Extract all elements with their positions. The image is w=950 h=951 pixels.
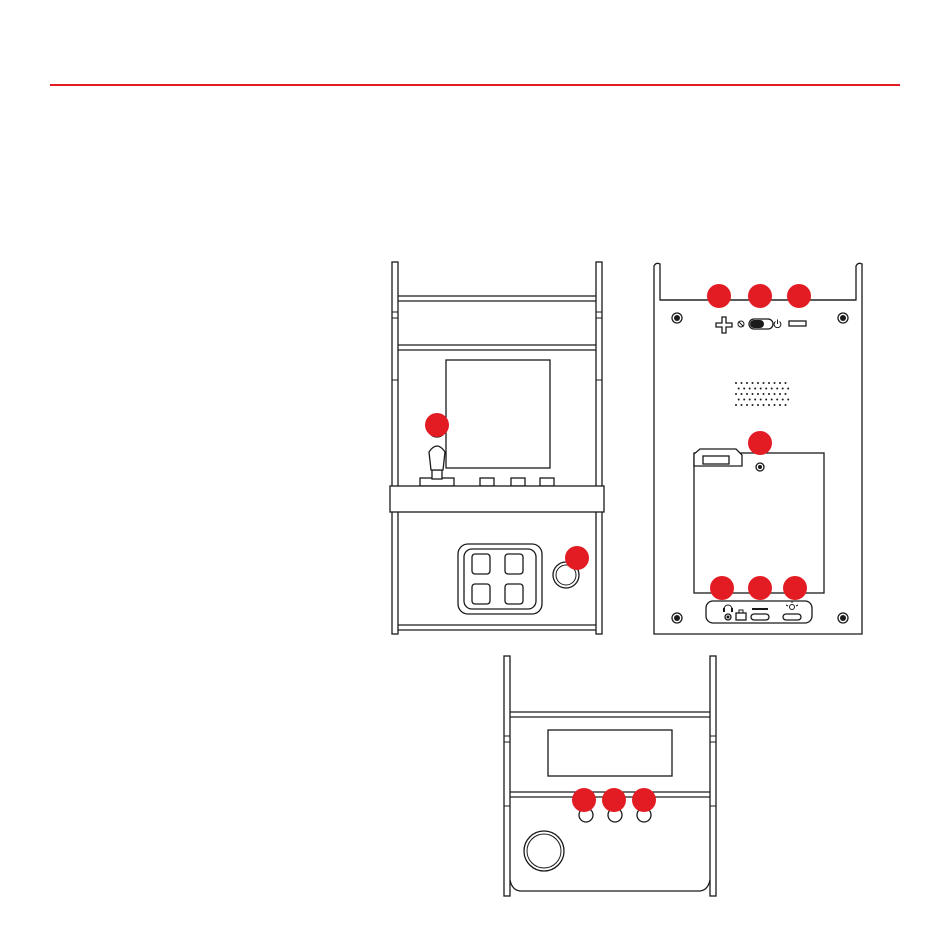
grille-hole	[738, 388, 740, 390]
callout-marker-battery	[748, 431, 772, 455]
grille-hole	[779, 404, 781, 406]
callout-marker-button-a	[572, 788, 596, 812]
grille-hole	[763, 404, 765, 406]
callout-marker-usb	[748, 576, 772, 600]
battery-compartment	[694, 453, 824, 593]
power-switch	[749, 319, 773, 329]
callout-marker-volume-down	[787, 284, 811, 308]
grille-hole	[785, 382, 787, 384]
front-small-button-1	[480, 478, 494, 486]
grille-hole	[768, 393, 770, 395]
grille-hole	[779, 382, 781, 384]
grille-hole	[754, 399, 756, 401]
grille-hole	[765, 399, 767, 401]
callout-marker-start-button	[565, 546, 589, 570]
grille-hole	[760, 399, 762, 401]
grille-hole	[763, 382, 765, 384]
callout-marker-headphone	[710, 576, 734, 600]
grille-hole	[746, 404, 748, 406]
callout-marker-button-b	[602, 788, 626, 812]
grille-hole	[754, 388, 756, 390]
grille-hole	[743, 399, 745, 401]
minus-icon	[789, 321, 806, 326]
grille-hole	[757, 404, 759, 406]
pad-button-4	[505, 584, 523, 604]
front-view	[390, 262, 604, 634]
grille-hole	[774, 393, 776, 395]
front-small-button-3	[540, 478, 554, 486]
grille-hole	[757, 393, 759, 395]
grille-hole	[774, 404, 776, 406]
grille-hole	[779, 393, 781, 395]
top-view	[504, 656, 716, 896]
callout-marker-volume-up	[707, 284, 731, 308]
grille-hole	[741, 393, 743, 395]
grille-hole	[776, 388, 778, 390]
grille-hole	[757, 382, 759, 384]
top-base-curve	[510, 880, 710, 891]
grille-hole	[743, 388, 745, 390]
front-small-button-2	[511, 478, 525, 486]
grille-hole	[738, 399, 740, 401]
grille-hole	[752, 382, 754, 384]
front-control-panel	[390, 486, 604, 512]
grille-hole	[741, 382, 743, 384]
callout-marker-light	[783, 576, 807, 600]
top-round-button	[524, 831, 564, 871]
grille-hole	[735, 393, 737, 395]
grille-hole	[749, 388, 751, 390]
grille-hole	[768, 404, 770, 406]
callout-marker-joystick	[425, 413, 449, 437]
grille-hole	[787, 399, 789, 401]
grille-hole	[746, 393, 748, 395]
usb-port	[751, 608, 769, 620]
top-right-rail	[710, 656, 716, 896]
pad-button-2	[505, 554, 523, 574]
pad-button-3	[472, 584, 490, 604]
grille-hole	[735, 404, 737, 406]
grille-hole	[771, 388, 773, 390]
grille-hole	[785, 404, 787, 406]
front-screen	[446, 360, 550, 468]
grille-hole	[741, 404, 743, 406]
grille-hole	[763, 393, 765, 395]
grille-hole	[765, 388, 767, 390]
grille-hole	[774, 382, 776, 384]
grille-hole	[749, 399, 751, 401]
callout-marker-power-switch	[748, 284, 772, 308]
grille-hole	[760, 388, 762, 390]
top-left-rail	[504, 656, 510, 896]
grille-hole	[776, 399, 778, 401]
grille-hole	[735, 382, 737, 384]
grille-hole	[787, 388, 789, 390]
grille-hole	[771, 399, 773, 401]
grille-hole	[782, 388, 784, 390]
grille-hole	[752, 404, 754, 406]
top-screen	[548, 730, 672, 776]
grille-hole	[785, 393, 787, 395]
grille-hole	[746, 382, 748, 384]
grille-hole	[782, 399, 784, 401]
pad-button-1	[472, 554, 490, 574]
callout-marker-button-c	[632, 788, 656, 812]
grille-hole	[768, 382, 770, 384]
grille-hole	[752, 393, 754, 395]
